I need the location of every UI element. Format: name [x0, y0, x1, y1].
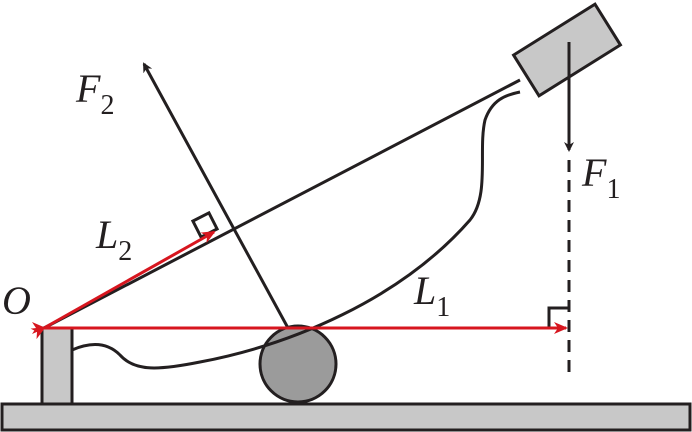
- handle-block: [511, 2, 623, 98]
- l2-arm-arrow: [30, 230, 216, 340]
- lever-top-edge: [43, 78, 521, 330]
- label-o: O: [2, 278, 31, 323]
- f2-arrow: [142, 62, 290, 329]
- label-l1: L1: [413, 268, 450, 323]
- lever-bottom-edge: [71, 90, 521, 370]
- ground-base: [0, 402, 692, 432]
- pivot-post: [40, 326, 74, 406]
- label-f1: F1: [581, 150, 620, 205]
- wheel: [258, 324, 338, 404]
- label-f2: F2: [75, 66, 114, 121]
- label-l2: L2: [95, 212, 132, 267]
- right-angle-l1: [547, 306, 569, 328]
